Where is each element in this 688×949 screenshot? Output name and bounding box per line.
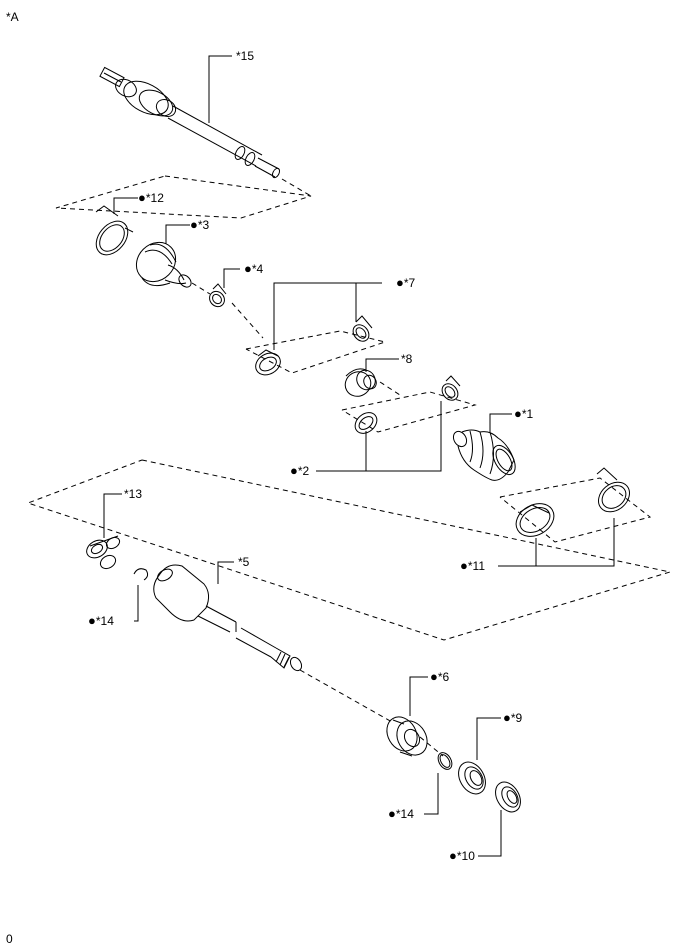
callout-6: ●*6 (430, 669, 450, 684)
part-clamp-7b (352, 315, 373, 342)
callout-3: ●*3 (190, 217, 210, 232)
part-bearing-6 (386, 716, 428, 757)
dashed-outline-outer-joint (55, 175, 312, 219)
part-small-clamp-4 (209, 283, 227, 308)
dashed-axis-lines (191, 178, 444, 757)
part-clamp-2a (354, 412, 378, 434)
callout-13: *13 (124, 487, 143, 501)
callout-15: *15 (236, 49, 255, 63)
part-inner-boot-1 (452, 429, 516, 481)
part-inboard-shaft-5 (153, 564, 303, 672)
part-clamp-2b (441, 375, 461, 401)
part-tripod-8 (344, 368, 377, 397)
callout-1: ●*1 (514, 406, 534, 421)
non-reusable-marker: ● (88, 613, 96, 628)
part-clamp-11a (515, 503, 555, 537)
callout-7: ●*7 (396, 275, 416, 290)
part-tripod-joint-13 (86, 535, 121, 570)
non-reusable-marker: ● (138, 190, 146, 205)
part-boot-clamp-12 (95, 205, 134, 256)
non-reusable-marker: ● (396, 275, 404, 290)
callout-14-lower: ●*14 (388, 806, 414, 821)
callout-10: ●*10 (449, 848, 475, 863)
callout-12: ●*12 (138, 190, 164, 205)
non-reusable-marker: ● (449, 848, 457, 863)
part-outer-boot-3 (135, 241, 192, 288)
callout-5: *5 (238, 555, 250, 569)
callout-4: ●*4 (244, 261, 264, 276)
callout-8: *8 (401, 352, 413, 366)
callout-11: ●*11 (460, 558, 485, 573)
non-reusable-marker: ● (244, 261, 252, 276)
non-reusable-marker: ● (190, 217, 198, 232)
view-id-label: *A (6, 10, 19, 24)
non-reusable-marker: ● (290, 463, 298, 478)
leader-lines (103, 55, 615, 857)
non-reusable-marker: ● (503, 710, 511, 725)
non-reusable-marker: ● (430, 669, 438, 684)
callout-2: ●*2 (290, 463, 310, 478)
dashed-outline-clamp-group (245, 330, 652, 543)
footer-label: 0 (6, 932, 13, 946)
callout-14-upper: ●*14 (88, 613, 114, 628)
non-reusable-marker: ● (388, 806, 396, 821)
callout-9: ●*9 (503, 710, 523, 725)
non-reusable-marker: ● (514, 406, 522, 421)
part-clamp-11b (596, 467, 630, 513)
part-snap-ring-14b (437, 752, 453, 770)
part-clamp-7a (255, 349, 281, 376)
non-reusable-marker: ● (460, 558, 468, 573)
part-driveshaft-assembly (99, 66, 281, 179)
part-seal-10 (495, 781, 521, 813)
dashed-outline-inner-joint (26, 459, 671, 641)
part-snap-ring-14a (133, 568, 149, 581)
part-seal-9 (458, 761, 486, 795)
